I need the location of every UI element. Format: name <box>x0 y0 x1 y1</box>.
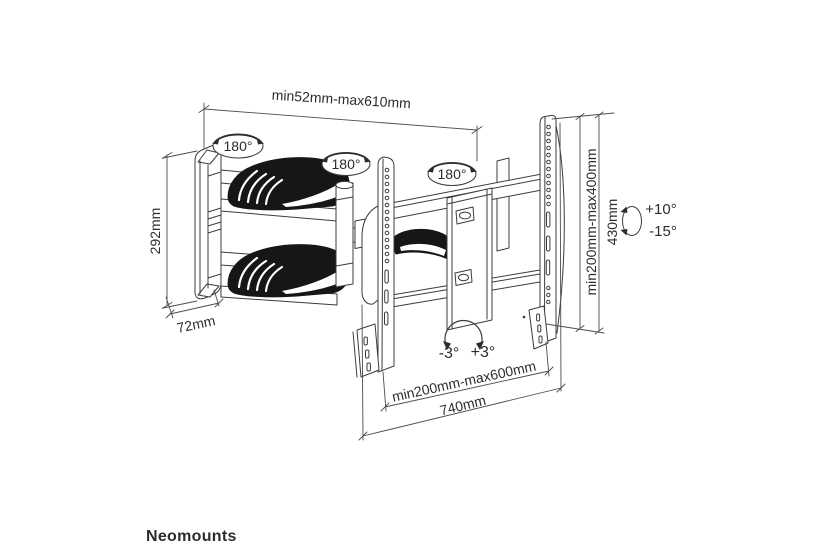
rotation-arrow-icon <box>324 152 368 160</box>
level-left-arrowhead-icon <box>443 341 451 350</box>
level-right-label: +3° <box>471 344 496 361</box>
dim-vesa-width <box>380 341 554 412</box>
rotation-arrow-icon <box>215 133 261 142</box>
tilt-up-label: +10° <box>645 201 676 218</box>
dim-total-width <box>358 122 566 441</box>
swivel-badge-3: 180° <box>427 162 477 186</box>
lower-arm-cover <box>227 244 350 298</box>
tilt-indicator: +10° -15° <box>620 201 677 240</box>
wall-plate <box>194 144 222 300</box>
brand-logo: Neomounts <box>146 528 237 545</box>
dimension-lines <box>161 102 615 441</box>
tilt-arrow-icon <box>622 206 642 236</box>
upper-arm <box>220 157 350 222</box>
plate-height-label: 292mm <box>147 208 163 255</box>
bracket-clip-bottom <box>454 269 473 286</box>
level-arc-icon <box>444 319 483 346</box>
vesa-rail-left-feet <box>352 323 380 378</box>
dim-plate-height <box>161 150 198 309</box>
dim-bracket-height <box>594 111 604 335</box>
swivel-angle-label-2: 180° <box>332 156 361 172</box>
total-width-label: 740mm <box>438 392 487 419</box>
upper-arm-cover <box>227 157 350 211</box>
center-bracket <box>446 187 493 331</box>
level-right-arrowhead-icon <box>476 341 484 350</box>
bracket-clip-top <box>455 206 475 225</box>
extension-range-label: min52mm-max610mm <box>271 87 411 112</box>
mount-drawing <box>194 114 565 378</box>
vesa-rail-left <box>352 156 395 378</box>
arm-elbow-post <box>335 180 354 288</box>
tilt-up-arrowhead-icon <box>620 206 628 213</box>
rear-hook-bracket <box>496 157 510 252</box>
dim-extension-range <box>198 102 483 162</box>
swivel-badges: 180° 180° 180° <box>212 133 477 186</box>
rotation-arrow-icon <box>430 162 474 170</box>
swivel-angle-label-3: 180° <box>438 166 467 182</box>
dim-plate-depth <box>165 289 224 319</box>
dim-vesa-height <box>545 112 615 334</box>
lower-arm <box>220 244 350 306</box>
level-left-label: -3° <box>439 345 460 362</box>
arm-link-cover <box>392 229 454 261</box>
vesa-rail-right <box>522 114 557 350</box>
vesa-holes-left <box>384 167 390 326</box>
vesa-holes-right <box>545 124 551 305</box>
tilt-down-arrowhead-icon <box>620 229 628 236</box>
vesa-height-label: min200mm-max400mm <box>583 148 599 295</box>
tilt-down-label: -15° <box>649 223 677 240</box>
swivel-badge-1: 180° <box>212 133 264 159</box>
swivel-angle-label-1: 180° <box>224 138 253 154</box>
plate-depth-label: 72mm <box>175 312 216 336</box>
swivel-badge-2: 180° <box>321 152 371 176</box>
vesa-rail-right-feet <box>522 305 549 350</box>
level-adjust-indicator: -3° +3° <box>439 319 496 362</box>
bracket-height-label: 430mm <box>604 199 620 246</box>
